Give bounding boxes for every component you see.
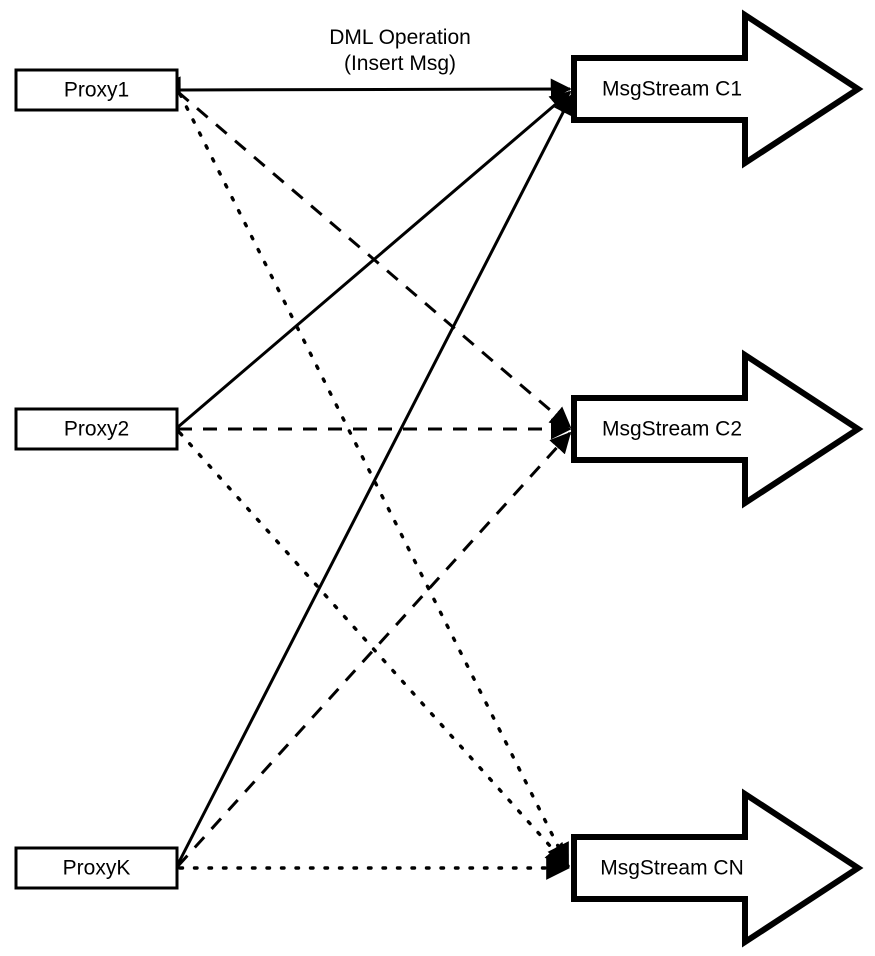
msgstream-nodes: MsgStream C1 MsgStream C2 MsgStream CN [571, 9, 864, 948]
msgstream-label: MsgStream C1 [602, 78, 742, 101]
connection-lines [162, 76, 574, 882]
msgstream-label: MsgStream CN [600, 857, 744, 880]
msgstream-node-stream_c2[interactable]: MsgStream C2 [571, 349, 864, 509]
proxy-node-proxy1[interactable]: Proxy1 [14, 68, 179, 112]
msgstream-arrow-shape [571, 349, 864, 509]
proxy-box-shape [14, 846, 179, 890]
proxy-label: Proxy1 [64, 79, 129, 102]
connection-line-dashed [163, 431, 572, 882]
connection-line-solid [164, 78, 572, 100]
connection-p1-c1 [164, 78, 572, 100]
proxy-node-proxy2[interactable]: Proxy2 [14, 407, 179, 451]
proxy-label: Proxy2 [64, 418, 129, 441]
connection-pk-c2 [163, 431, 572, 882]
proxy-box-shape [14, 68, 179, 112]
proxy-box-shape [14, 407, 179, 451]
msgstream-node-stream_c1[interactable]: MsgStream C1 [571, 9, 864, 169]
msgstream-node-stream_cn[interactable]: MsgStream CN [571, 788, 864, 948]
dml-operation-label: DML Operation (Insert Msg) [329, 26, 471, 75]
msgstream-arrow-shape [571, 9, 864, 169]
msgstream-label: MsgStream C2 [602, 418, 742, 441]
dml-operation-label-line2: (Insert Msg) [344, 52, 456, 75]
proxy-label: ProxyK [63, 857, 131, 880]
msgstream-arrow-shape [571, 788, 864, 948]
dml-operation-label-line1: DML Operation [329, 26, 471, 49]
proxy-node-proxyk[interactable]: ProxyK [14, 846, 179, 890]
